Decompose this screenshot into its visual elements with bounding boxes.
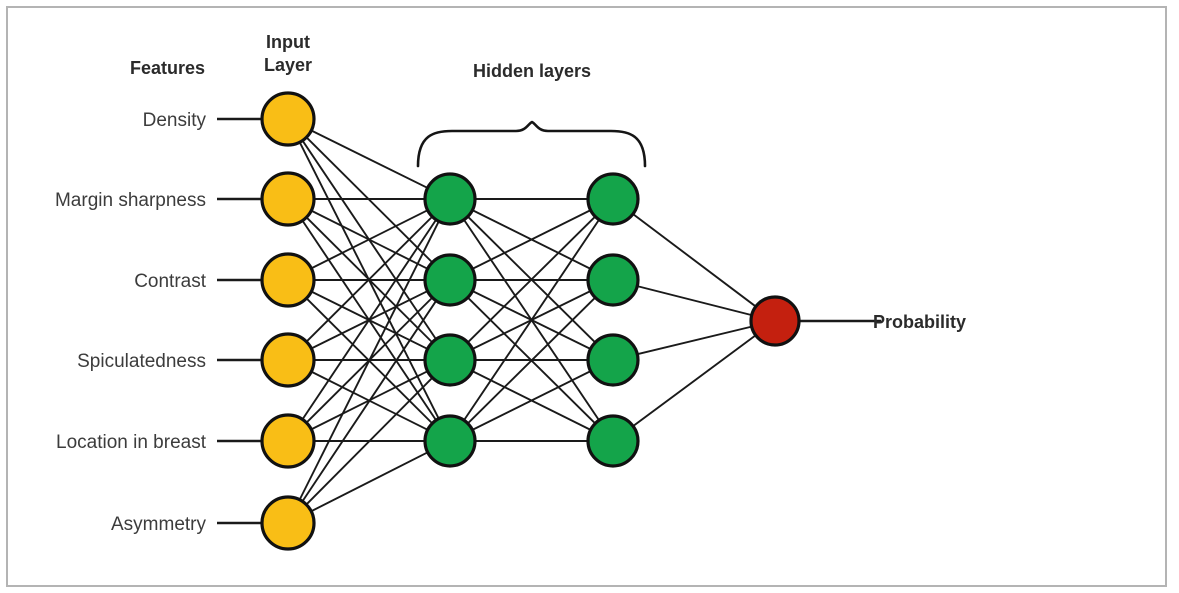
output-label: Probability (873, 312, 966, 332)
connection-line (305, 215, 433, 343)
connection-line (305, 377, 434, 506)
hidden2-node-2[interactable] (586, 333, 640, 387)
connection-line (637, 285, 752, 317)
edges-hidden1-to-hidden2 (463, 198, 600, 442)
connection-line (467, 296, 596, 425)
output-layer-node (749, 295, 801, 347)
output-node[interactable] (749, 295, 801, 347)
hidden2-node-1[interactable] (586, 253, 640, 307)
feature-label-4: Location in breast (56, 432, 207, 453)
input-node-3[interactable] (260, 332, 316, 388)
feature-label-1: Margin sharpness (55, 190, 206, 211)
input-layer-nodes (260, 91, 316, 551)
connection-line (310, 209, 429, 270)
edges-input-to-hidden1 (298, 129, 440, 513)
brace-path (416, 120, 647, 168)
hidden1-node-1[interactable] (423, 253, 477, 307)
hidden2-node-3[interactable] (586, 414, 640, 468)
input-node-4[interactable] (260, 413, 316, 469)
features-header: Features (130, 58, 205, 78)
connection-line (471, 370, 592, 431)
connection-line (301, 300, 437, 502)
hidden2-node-0[interactable] (586, 172, 640, 226)
feature-label-3: Spiculatedness (77, 351, 206, 372)
hidden-layers-brace (416, 120, 647, 168)
connection-line (310, 451, 429, 513)
input-node-2[interactable] (260, 252, 316, 308)
edges-hidden2-to-output (632, 213, 757, 427)
hidden-layers-header: Hidden layers (473, 61, 591, 81)
input-node-1[interactable] (260, 171, 316, 227)
input-layer-header-line1: Input (266, 32, 310, 52)
feature-label-0: Density (143, 110, 207, 131)
label-connector-lines (217, 117, 881, 525)
connection-line (463, 219, 600, 421)
feature-label-2: Contrast (134, 271, 207, 292)
connection-line (637, 325, 752, 356)
connection-line (298, 220, 440, 501)
connection-line (301, 219, 437, 420)
connection-line (632, 213, 757, 308)
hidden1-node-3[interactable] (423, 414, 477, 468)
input-node-0[interactable] (260, 91, 316, 147)
feature-label-5: Asymmetry (111, 514, 207, 535)
input-node-5[interactable] (260, 495, 316, 551)
connection-line (632, 334, 757, 427)
connection-line (467, 215, 596, 344)
hidden1-node-2[interactable] (423, 333, 477, 387)
connection-line (310, 129, 429, 189)
connection-line (471, 209, 592, 270)
hidden1-node-0[interactable] (423, 172, 477, 226)
hidden-layer-2-nodes (586, 172, 640, 468)
figure-border (6, 6, 1167, 587)
hidden-layer-1-nodes (423, 172, 477, 468)
input-layer-header-line2: Layer (264, 55, 312, 75)
